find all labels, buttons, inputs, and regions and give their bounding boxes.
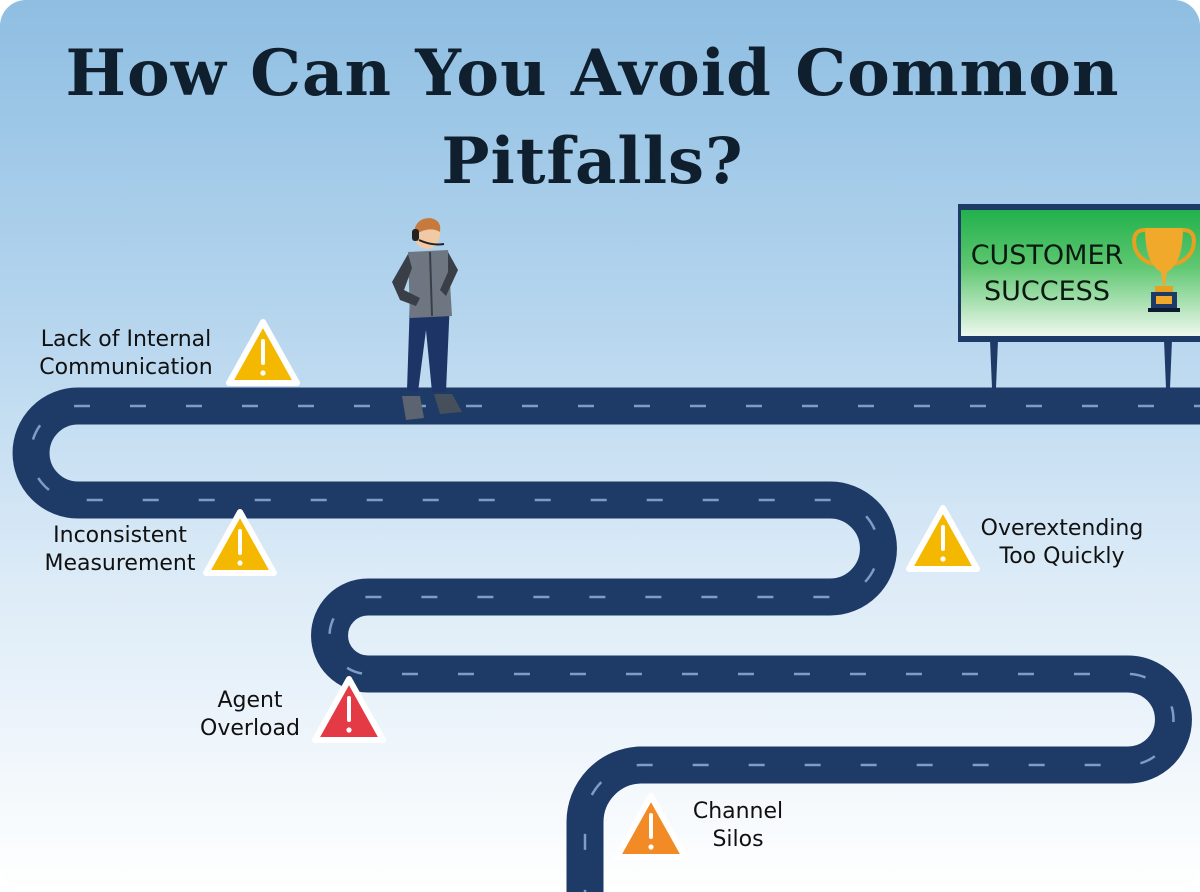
warning-icon-agent-overload [312, 676, 386, 743]
sign-line-2: SUCCESS [984, 276, 1110, 307]
page-title: How Can You Avoid Common Pitfalls? [65, 36, 1120, 199]
warning-icon-internal-communication [226, 319, 300, 386]
support-agent-figure [392, 218, 462, 420]
customer-success-sign: CUSTOMER SUCCESS [958, 204, 1200, 342]
warning-icon-channel-silos [614, 793, 688, 860]
sign-post-left [990, 340, 998, 388]
winding-road [12, 387, 1200, 892]
sign-post-right [1164, 340, 1172, 388]
warning-icon-inconsistent-measurement [203, 509, 277, 576]
trophy-icon [1132, 228, 1196, 312]
road-center-dashes [29, 404, 1200, 892]
sign-line-1: CUSTOMER [970, 240, 1124, 271]
warning-icon-overextending [906, 505, 980, 572]
